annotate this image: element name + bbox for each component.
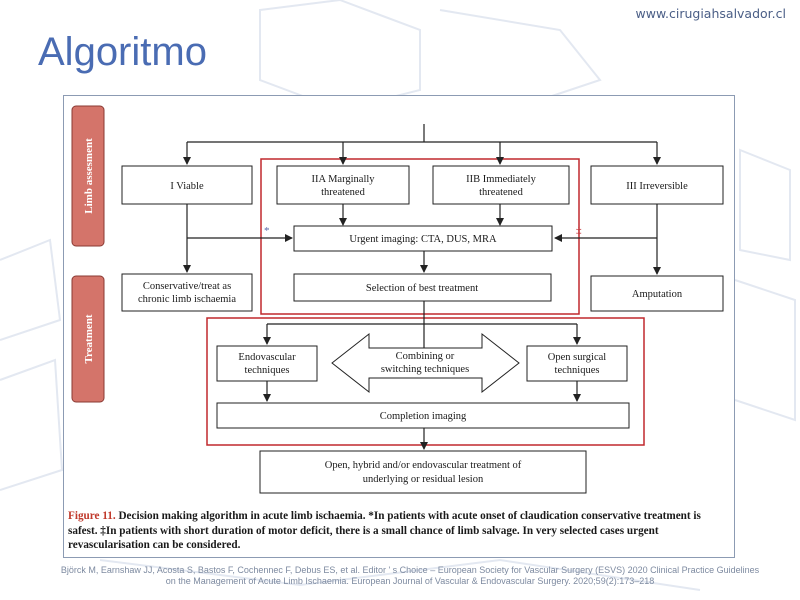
- box-completion-imaging: Completion imaging: [216, 402, 630, 429]
- box-completion-imaging-line1: Completion imaging: [380, 411, 467, 422]
- asterisk-marker: *: [264, 225, 270, 237]
- slide-title: Algoritmo: [38, 30, 207, 74]
- box-combining-line1: Combining or: [396, 351, 455, 362]
- box-endovascular-line1: Endovascular: [238, 352, 296, 363]
- side-label-assessment-text: Limb assesment: [83, 138, 95, 214]
- box-amputation: Amputation: [590, 275, 724, 312]
- connectors: [183, 124, 661, 450]
- algorithm-diagram: Limb assesment Treatment: [71, 105, 724, 494]
- box-irreversible: III Irreversible: [590, 165, 724, 205]
- double-dagger-marker: ‡: [576, 225, 582, 237]
- side-label-treatment-text: Treatment: [83, 314, 95, 363]
- box-viable: I Viable: [121, 165, 253, 205]
- box-conservative: Conservative/treat as chronic limb ischa…: [121, 273, 253, 312]
- box-urgent-imaging-line1: Urgent imaging: CTA, DUS, MRA: [349, 234, 497, 245]
- box-final-line2: underlying or residual lesion: [363, 474, 484, 485]
- box-combining-line2: switching techniques: [381, 364, 469, 375]
- citation: Björck M, Earnshaw JJ, Acosta S, Bastos …: [60, 565, 760, 586]
- side-label-assessment: Limb assesment: [71, 105, 105, 247]
- box-amputation-line1: Amputation: [632, 289, 683, 300]
- box-iia: IIA Marginally threatened: [276, 165, 410, 205]
- box-endovascular-line2: techniques: [245, 365, 290, 376]
- classification-ii-frame: [260, 158, 580, 315]
- box-open-surgical-line1: Open surgical: [548, 352, 606, 363]
- box-open-surgical-line2: techniques: [555, 365, 600, 376]
- box-viable-line1: I Viable: [170, 181, 204, 192]
- box-selection: Selection of best treatment: [293, 273, 552, 302]
- box-combining: Combining or switching techniques: [331, 332, 520, 394]
- box-conservative-line2: chronic limb ischaemia: [138, 294, 236, 305]
- figure-caption-text: Decision making algorithm in acute limb …: [68, 510, 701, 551]
- box-iib-line2: threatened: [479, 187, 523, 198]
- box-endovascular: Endovascular techniques: [216, 345, 318, 382]
- box-final-treatment: Open, hybrid and/or endovascular treatme…: [259, 450, 587, 494]
- box-selection-line1: Selection of best treatment: [366, 283, 478, 294]
- box-iib: IIB Immediately threatened: [432, 165, 570, 205]
- box-final-line1: Open, hybrid and/or endovascular treatme…: [325, 460, 522, 471]
- box-irreversible-line1: III Irreversible: [626, 181, 688, 192]
- box-iia-line2: threatened: [321, 187, 365, 198]
- box-open-surgical: Open surgical techniques: [526, 345, 628, 382]
- box-conservative-line1: Conservative/treat as: [143, 281, 231, 292]
- box-iia-line1: IIA Marginally: [311, 174, 375, 185]
- side-label-treatment: Treatment: [71, 275, 105, 403]
- box-iib-line1: IIB Immediately: [466, 174, 536, 185]
- site-url[interactable]: www.cirugiahsalvador.cl: [635, 6, 787, 21]
- box-urgent-imaging: Urgent imaging: CTA, DUS, MRA: [293, 225, 553, 252]
- figure-caption-label: Figure 11.: [68, 510, 116, 522]
- figure-frame: Limb assesment Treatment: [63, 95, 735, 558]
- figure-caption: Figure 11. Decision making algorithm in …: [68, 509, 732, 553]
